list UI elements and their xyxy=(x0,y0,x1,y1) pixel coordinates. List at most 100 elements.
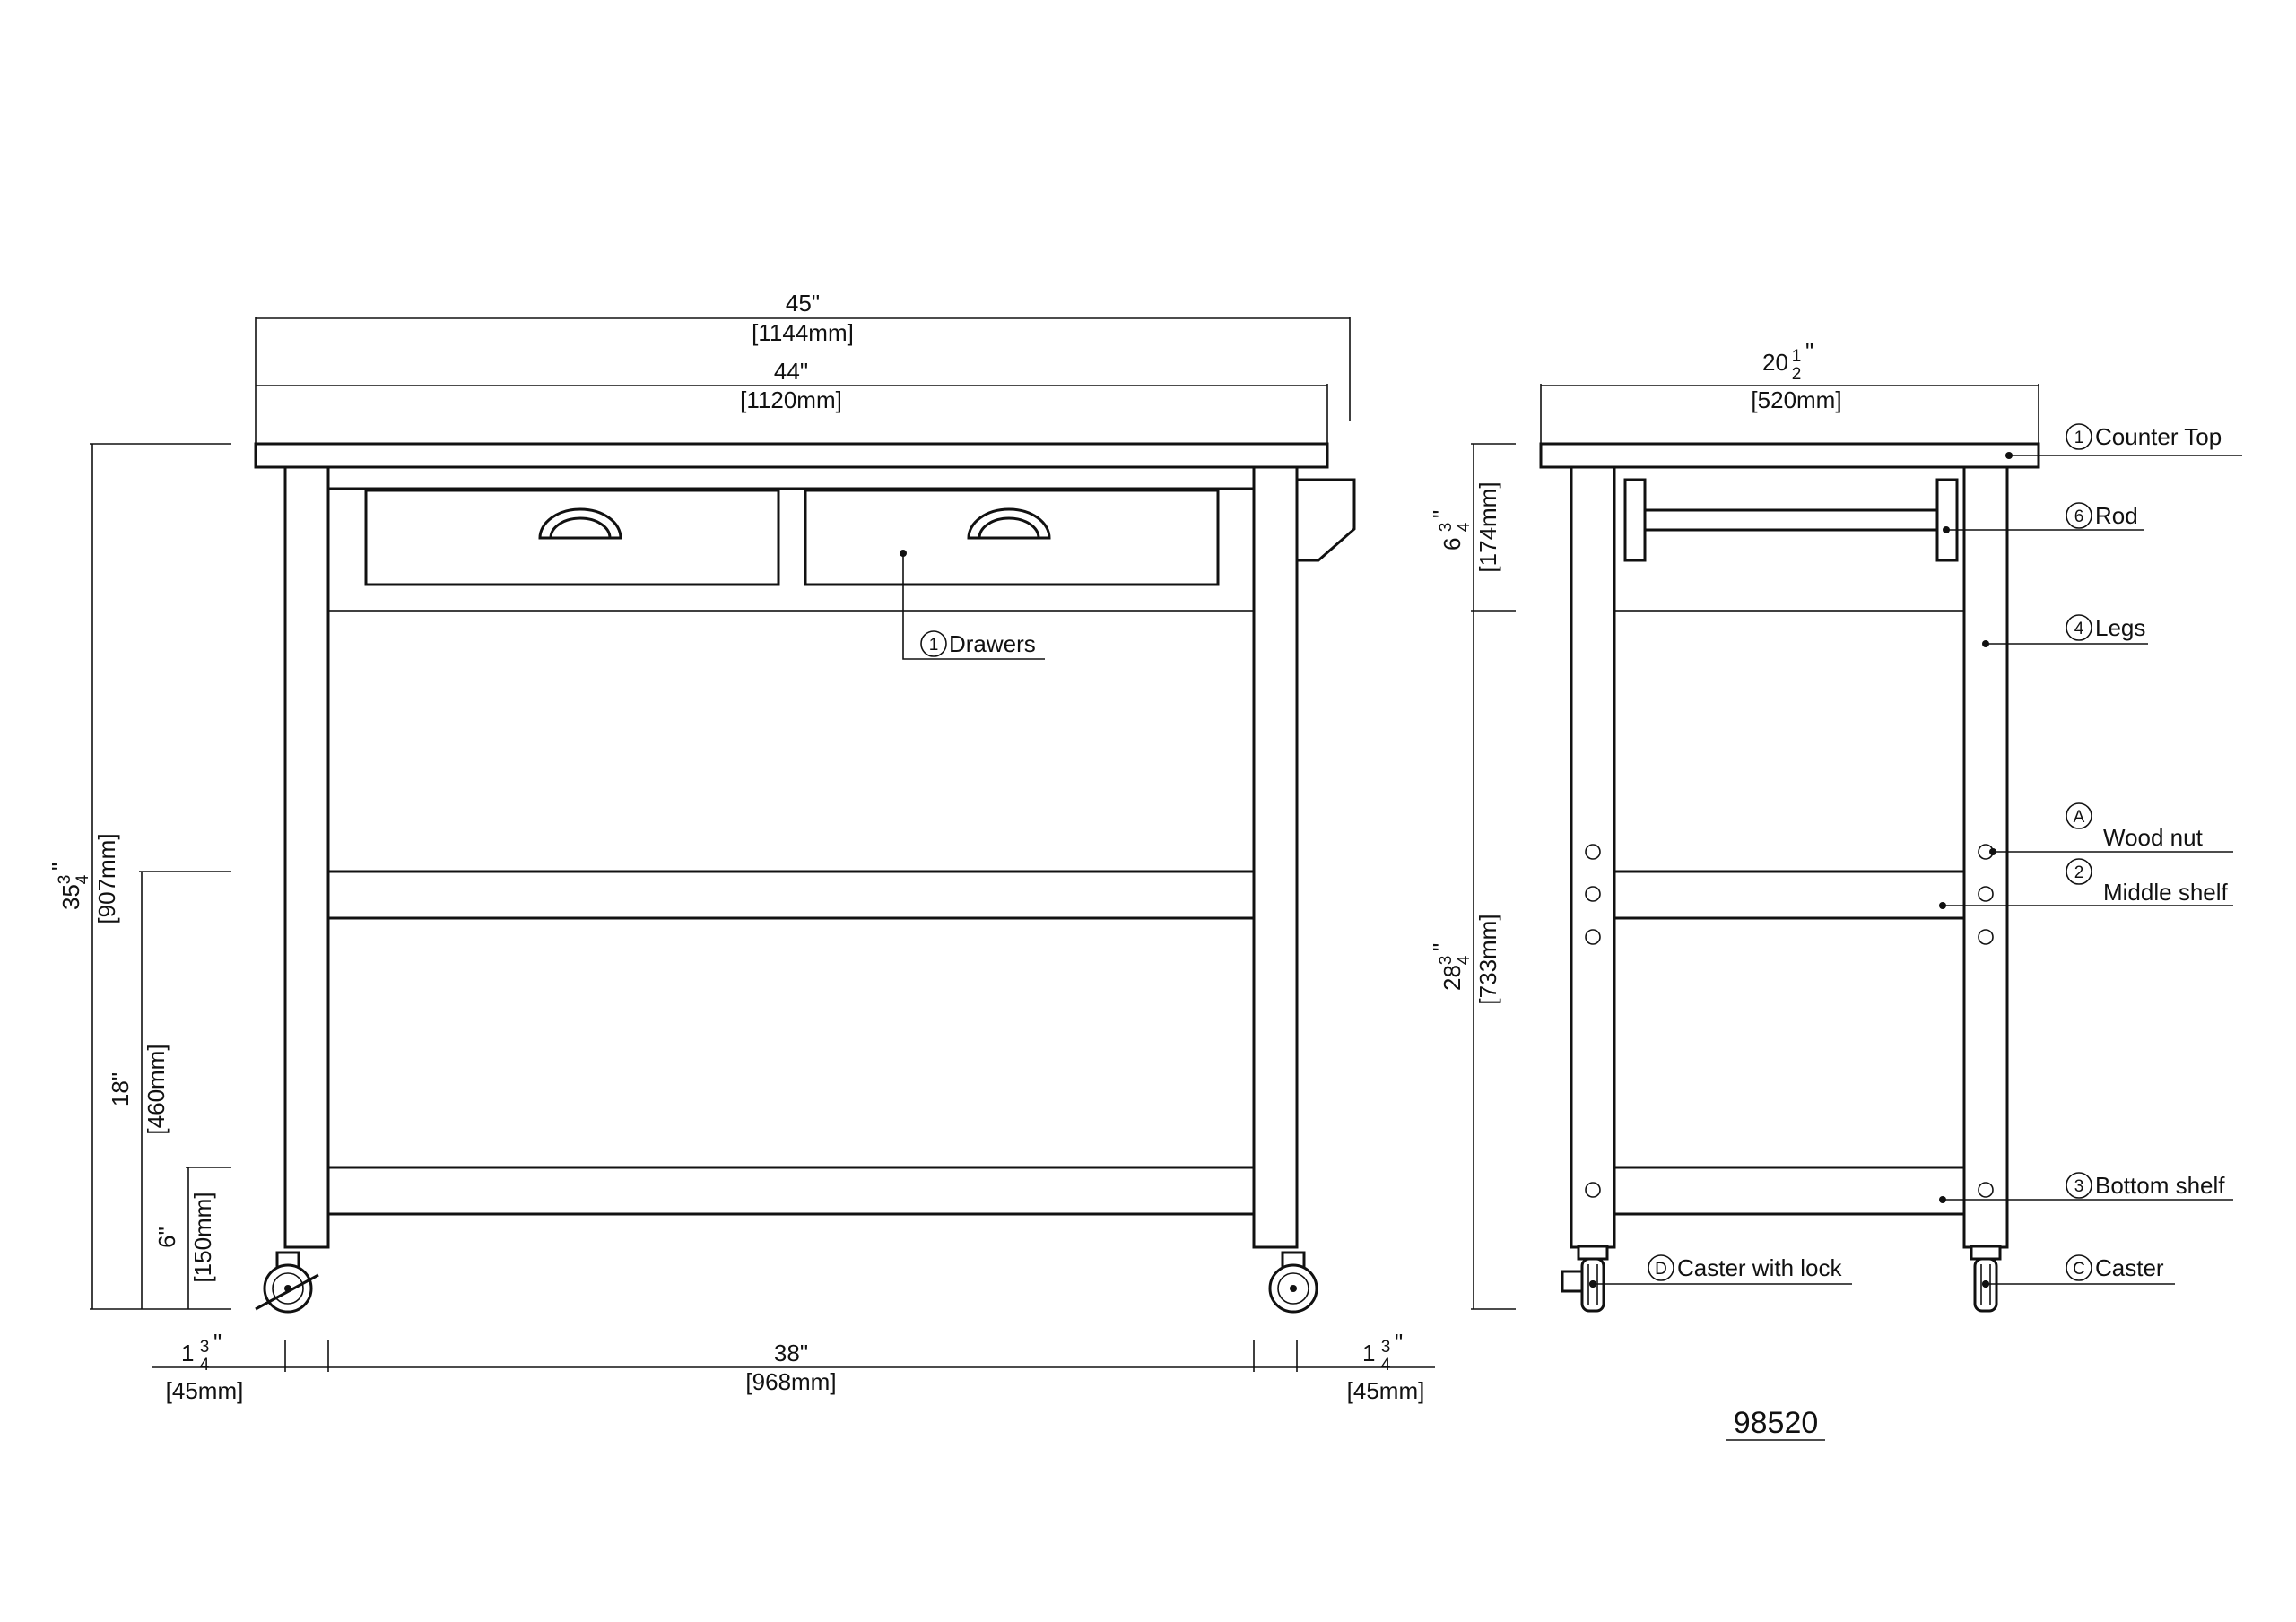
rod-callout-number: 6 xyxy=(2074,507,2084,526)
wood-nut-hole-icon xyxy=(1978,929,1994,945)
depth-label: 20 1 2 " xyxy=(1762,338,1813,384)
rod xyxy=(1643,508,1939,532)
towel-bracket xyxy=(1295,478,1356,562)
legs-callout: 4 Legs xyxy=(1982,614,2148,647)
counter-top-callout: 1 Counter Top xyxy=(2005,423,2242,459)
wood-nut-hole-icon xyxy=(1978,1182,1994,1198)
drawers-leader xyxy=(902,553,1045,660)
overall-height-whole: 35 xyxy=(57,884,84,910)
leg-width-right-mm: [45mm] xyxy=(1347,1377,1425,1404)
top-width-inches: 44" xyxy=(774,358,808,385)
back-leg-side xyxy=(1962,465,2009,1249)
bottom-shelf-height-label: 6" [150mm] xyxy=(153,1192,216,1282)
apron-side xyxy=(1613,466,1965,612)
rod-post-right xyxy=(1935,478,1959,562)
counter-top-front xyxy=(254,442,1329,469)
caster-with-lock-callout-number: D xyxy=(1655,1260,1667,1279)
overall-width-inches: 45" xyxy=(786,290,820,317)
rod-callout-label: Rod xyxy=(2095,502,2138,529)
middle-shelf-height-label: 18" [460mm] xyxy=(107,1044,170,1134)
bottom-shelf-callout: 3 Bottom shelf xyxy=(1939,1172,2233,1203)
leg-width-left-mm: [45mm] xyxy=(166,1377,244,1404)
wood-nut-hole-icon xyxy=(1585,844,1601,860)
wood-nut-callout-label: Wood nut xyxy=(2103,824,2204,851)
model-number: 98520 xyxy=(1734,1406,1819,1440)
drawers-callout-label: Drawers xyxy=(949,630,1036,657)
drawer-pull-right-icon xyxy=(967,507,1051,540)
caster-callout-label: Caster xyxy=(2095,1254,2164,1281)
drawer-pull-left-icon xyxy=(538,507,622,540)
rod-callout: 6 Rod xyxy=(1943,502,2144,533)
middle-shelf-front xyxy=(326,870,1256,920)
wood-nut-hole-icon xyxy=(1585,886,1601,902)
leg-width-right-whole: 1 xyxy=(1362,1340,1375,1366)
caster-brake-side-icon xyxy=(1561,1270,1582,1293)
leg-width-left-whole: 1 xyxy=(181,1340,194,1366)
caster-with-lock-callout: D Caster with lock xyxy=(1589,1254,1852,1288)
wood-nut-callout: A Wood nut xyxy=(1989,802,2233,855)
depth-mm: [520mm] xyxy=(1751,386,1841,413)
counter-top-callout-label: Counter Top xyxy=(2095,423,2222,450)
depth-whole: 20 xyxy=(1762,349,1788,376)
middle-shelf-callout: 2 Middle shelf xyxy=(1939,858,2233,909)
front-leg-side xyxy=(1570,465,1616,1249)
leg-width-right-label: 1 " xyxy=(1362,1329,1403,1375)
apron-front xyxy=(327,466,1255,612)
depth-inch-mark: " xyxy=(1805,338,1813,365)
bottom-shelf-height-mm: [150mm] xyxy=(189,1192,216,1282)
bottom-shelf-height-inches: 6" xyxy=(153,1227,180,1248)
middle-shelf-callout-label: Middle shelf xyxy=(2103,879,2229,906)
counter-top-callout-number: 1 xyxy=(2074,429,2084,447)
bottom-shelf-callout-number: 3 xyxy=(2074,1177,2084,1196)
bottom-shelf-callout-label: Bottom shelf xyxy=(2095,1172,2225,1199)
drawers-callout-number: 1 xyxy=(929,636,939,655)
base-height-inch-mark: " xyxy=(1428,943,1455,951)
base-height-whole: 28 xyxy=(1439,965,1465,991)
apron-height-mm: [174mm] xyxy=(1474,481,1501,572)
overall-height-label: 35 " [907mm] xyxy=(47,833,120,924)
middle-shelf-height-mm: [460mm] xyxy=(143,1044,170,1134)
side-view: 20 1 2 " [520mm] 6 " [174mm] 28 " [733mm… xyxy=(1428,338,2242,1313)
leg-width-left-label: 1 " xyxy=(181,1329,222,1375)
caster-brake-icon xyxy=(255,1273,319,1311)
counter-top-side xyxy=(1539,442,2040,469)
wood-nut-hole-icon xyxy=(1978,886,1994,902)
wood-nut-callout-number: A xyxy=(2074,808,2085,827)
overall-height-inch-mark: " xyxy=(47,863,74,871)
caster-callout-number: C xyxy=(2073,1260,2085,1279)
base-height-mm: [733mm] xyxy=(1474,914,1501,1004)
front-view: 1 Drawers 45" [1144mm] 44" [1120mm] 35 "… xyxy=(47,290,1435,1404)
inner-width-inches: 38" xyxy=(774,1340,808,1366)
middle-shelf-height-inches: 18" xyxy=(107,1072,134,1106)
overall-height-mm: [907mm] xyxy=(93,833,120,924)
top-width-mm: [1120mm] xyxy=(740,386,842,413)
depth-fraction-numerator: 1 xyxy=(1792,347,1802,366)
overall-width-mm: [1144mm] xyxy=(752,319,854,346)
legs-callout-number: 4 xyxy=(2074,620,2084,638)
depth-fraction-denominator: 2 xyxy=(1792,365,1802,384)
bottom-shelf-side xyxy=(1613,1166,1966,1216)
leg-width-right-inch-mark: " xyxy=(1395,1329,1403,1356)
caster-side-icon xyxy=(1970,1245,2002,1313)
legs-callout-label: Legs xyxy=(2095,614,2145,641)
middle-shelf-callout-number: 2 xyxy=(2074,863,2084,882)
drawers-callout-marker xyxy=(920,630,947,657)
left-leg-front xyxy=(283,465,330,1249)
apron-height-inch-mark: " xyxy=(1428,510,1455,518)
wood-nut-hole-icon xyxy=(1585,1182,1601,1198)
caster-with-lock-side-icon xyxy=(1577,1245,1609,1313)
apron-height-whole: 6 xyxy=(1439,538,1465,551)
right-leg-front xyxy=(1252,465,1299,1249)
inner-width-mm: [968mm] xyxy=(745,1368,836,1395)
caster-with-lock-callout-label: Caster with lock xyxy=(1677,1254,1842,1281)
leg-width-left-inch-mark: " xyxy=(213,1329,222,1356)
apron-height-label: 6 " [174mm] xyxy=(1428,481,1501,572)
middle-shelf-side xyxy=(1613,870,1966,920)
rod-post-left xyxy=(1623,478,1647,562)
caster-callout: C Caster xyxy=(1982,1254,2175,1288)
wood-nut-hole-icon xyxy=(1585,929,1601,945)
caster-front-icon xyxy=(1268,1251,1318,1314)
bottom-shelf-front xyxy=(326,1166,1256,1216)
base-height-label: 28 " [733mm] xyxy=(1428,914,1501,1004)
